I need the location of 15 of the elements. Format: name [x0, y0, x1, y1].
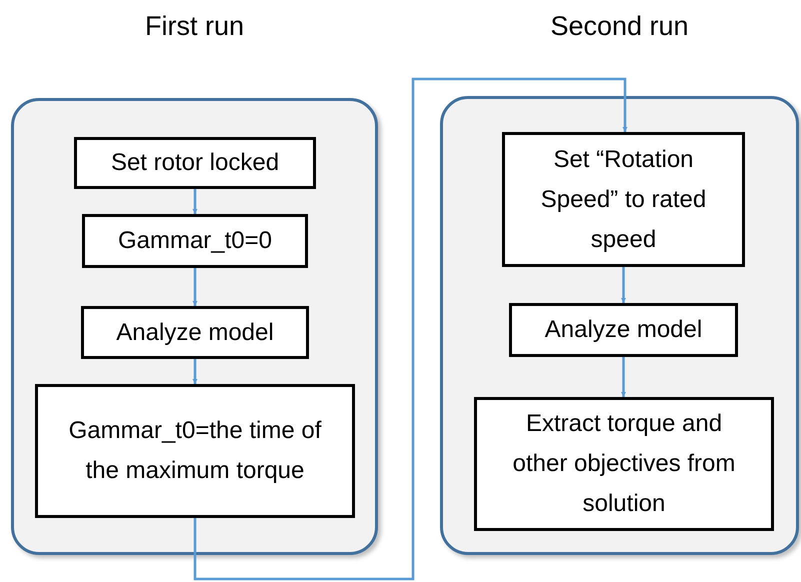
process-box: Extract torque and other objectives from solution	[474, 397, 774, 531]
process-box: Analyze model	[509, 303, 738, 357]
process-box: Gammar_t0=0	[82, 214, 308, 268]
arrow	[192, 359, 198, 384]
arrow	[192, 268, 198, 306]
arrow	[192, 189, 198, 214]
panel-heading: Second run	[549, 10, 690, 43]
process-box: Set rotor locked	[74, 137, 316, 189]
panel-heading: First run	[144, 10, 245, 43]
arrow	[621, 357, 626, 397]
process-box: Set “Rotation Speed” to rated speed	[502, 132, 745, 267]
process-box: Gammar_t0=the time of the maximum torque	[35, 384, 355, 518]
arrow	[621, 267, 626, 303]
process-box: Analyze model	[81, 306, 309, 359]
arrow	[194, 78, 628, 580]
